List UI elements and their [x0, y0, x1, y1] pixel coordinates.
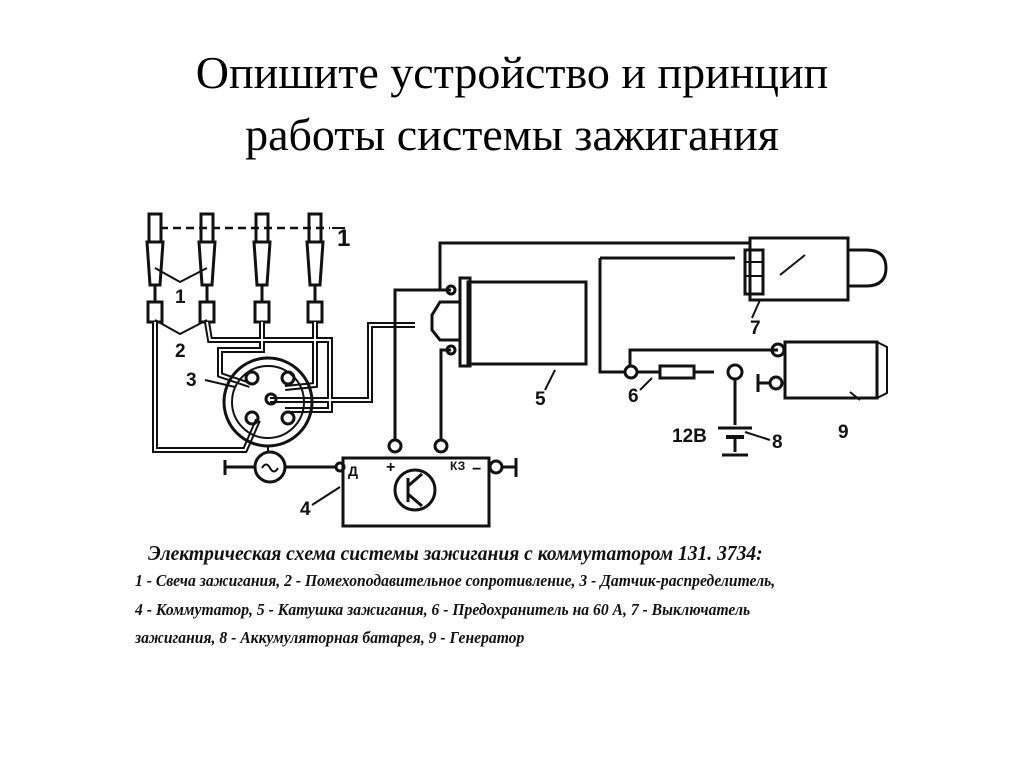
label-7: 7 [750, 318, 761, 339]
label-1: 1 [337, 225, 350, 252]
spark-plug [252, 212, 272, 324]
slide-title: Опишите устройство и принцип работы сист… [0, 42, 1024, 166]
terminal-kz: КЗ [450, 459, 465, 473]
label-12v: 12В [672, 426, 707, 447]
label-4: 4 [300, 499, 311, 520]
caption-title: Электрическая схема системы зажигания с … [148, 541, 763, 565]
fuse [623, 364, 714, 380]
label-8: 8 [772, 432, 783, 453]
label-9: 9 [838, 422, 849, 443]
caption-line-2: 4 - Коммутатор, 5 - Катушка зажигания, 6… [135, 600, 751, 619]
commutator [341, 438, 518, 528]
caption-line-1: 1 - Свеча зажигания, 2 - Помехоподавител… [135, 571, 776, 590]
battery [718, 363, 752, 457]
label-3: 3 [186, 370, 197, 391]
ignition-coil [430, 276, 588, 368]
slide-title-line-1: Опишите устройство и принцип [195, 47, 829, 98]
label-2: 2 [175, 341, 186, 362]
slide-title-line-2: работы системы зажигания [245, 109, 779, 160]
terminal-d: Д [348, 463, 358, 479]
label-1b: 1 [175, 287, 186, 308]
distributor [222, 356, 314, 452]
sensor [223, 450, 346, 484]
label-6: 6 [628, 386, 639, 407]
ignition-switch [743, 236, 888, 302]
spark-plug [305, 212, 325, 324]
label-5: 5 [535, 389, 546, 410]
terminal-plus: + [386, 459, 395, 476]
terminal-minus: − [472, 461, 481, 478]
generator [756, 340, 888, 400]
caption-line-3: зажигания, 8 - Аккумуляторная батарея, 9… [135, 628, 525, 647]
spark-plugs [145, 212, 345, 324]
